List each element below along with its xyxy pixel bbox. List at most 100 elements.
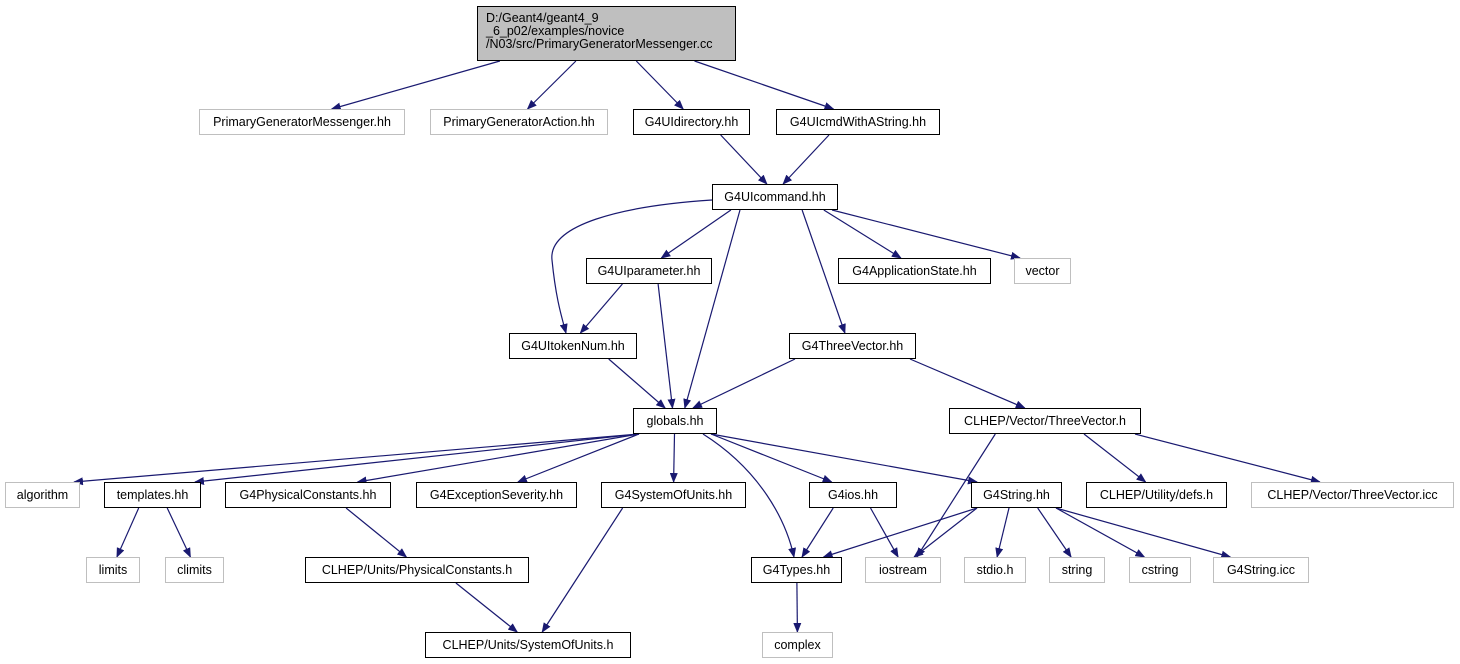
edge-g4string-hh-to-cstring bbox=[1055, 507, 1146, 558]
node-g4uiparameter-hh[interactable]: G4UIparameter.hh bbox=[586, 258, 712, 284]
edge-g4uiparameter-hh-to-g4uitokennum-hh bbox=[579, 283, 623, 334]
node-label: CLHEP/Vector/ThreeVector.h bbox=[964, 414, 1126, 428]
node-g4ios-hh[interactable]: G4ios.hh bbox=[809, 482, 897, 508]
root-file-node[interactable]: D:/Geant4/geant4_9 _6_p02/examples/novic… bbox=[477, 6, 736, 61]
edge-globals-hh-to-g4systemofunits-hh bbox=[669, 433, 678, 483]
node-iostream: iostream bbox=[865, 557, 941, 583]
node-stdio-h: stdio.h bbox=[964, 557, 1026, 583]
edge-g4string-hh-to-g4string-icc bbox=[1055, 507, 1232, 559]
node-label: CLHEP/Units/SystemOfUnits.h bbox=[442, 638, 614, 652]
node-g4applicationstate-hh[interactable]: G4ApplicationState.hh bbox=[838, 258, 991, 284]
node-label: complex bbox=[774, 638, 821, 652]
node-cstring: cstring bbox=[1129, 557, 1191, 583]
node-clhep-utility-defs-h[interactable]: CLHEP/Utility/defs.h bbox=[1086, 482, 1227, 508]
node-label: CLHEP/Vector/ThreeVector.icc bbox=[1267, 488, 1438, 502]
node-label: G4UIdirectory.hh bbox=[644, 115, 739, 129]
edge-g4string-hh-to-g4types-hh bbox=[822, 507, 978, 559]
edge-templates-hh-to-climits bbox=[166, 507, 191, 558]
edge-g4physicalconstants-hh-to-clhep-units-physicalconstants-h bbox=[345, 507, 408, 558]
edge-g4string-hh-to-iostream bbox=[913, 507, 978, 558]
node-label: cstring bbox=[1141, 563, 1179, 577]
node-vector: vector bbox=[1014, 258, 1071, 284]
node-g4uicmdwithastring-hh[interactable]: G4UIcmdWithAString.hh bbox=[776, 109, 940, 135]
edge-root-to-primarygeneratoraction-hh bbox=[526, 60, 577, 110]
root-line-1: D:/Geant4/geant4_9 bbox=[486, 11, 599, 25]
node-clhep-units-systemofunits-h[interactable]: CLHEP/Units/SystemOfUnits.h bbox=[425, 632, 631, 658]
node-clhep-vector-threevector-h[interactable]: CLHEP/Vector/ThreeVector.h bbox=[949, 408, 1141, 434]
node-clhep-vector-threevector-icc: CLHEP/Vector/ThreeVector.icc bbox=[1251, 482, 1454, 508]
edge-globals-hh-to-templates-hh bbox=[194, 433, 640, 486]
node-label: G4ThreeVector.hh bbox=[801, 339, 904, 353]
edge-g4uicmdwithastring-hh-to-g4uicommand-hh bbox=[782, 134, 830, 185]
edge-globals-hh-to-g4ios-hh bbox=[710, 433, 833, 483]
node-label: G4String.icc bbox=[1226, 563, 1296, 577]
node-label: globals.hh bbox=[646, 414, 704, 428]
edge-root-to-g4uidirectory-hh bbox=[635, 60, 684, 110]
edge-g4threevector-hh-to-clhep-vector-threevector-h bbox=[909, 358, 1026, 409]
node-label: limits bbox=[98, 563, 128, 577]
edge-g4uicommand-hh-to-vector bbox=[831, 209, 1021, 260]
edge-globals-hh-to-algorithm bbox=[73, 433, 640, 486]
edge-g4systemofunits-hh-to-clhep-units-systemofunits-h bbox=[541, 507, 624, 633]
node-primarygeneratormessenger-hh: PrimaryGeneratorMessenger.hh bbox=[199, 109, 405, 135]
node-algorithm: algorithm bbox=[5, 482, 80, 508]
edge-clhep-vector-threevector-h-to-clhep-utility-defs-h bbox=[1083, 433, 1147, 483]
node-g4string-hh[interactable]: G4String.hh bbox=[971, 482, 1062, 508]
node-label: CLHEP/Utility/defs.h bbox=[1099, 488, 1214, 502]
edge-root-to-primarygeneratormessenger-hh bbox=[330, 60, 501, 111]
node-label: CLHEP/Units/PhysicalConstants.h bbox=[321, 563, 513, 577]
edge-g4uiparameter-hh-to-globals-hh bbox=[657, 283, 676, 409]
node-label: vector bbox=[1025, 264, 1060, 278]
node-label: iostream bbox=[879, 563, 927, 577]
node-g4physicalconstants-hh[interactable]: G4PhysicalConstants.hh bbox=[225, 482, 391, 508]
edge-g4threevector-hh-to-globals-hh bbox=[692, 358, 796, 409]
node-g4uitokennum-hh[interactable]: G4UItokenNum.hh bbox=[509, 333, 637, 359]
node-g4string-icc: G4String.icc bbox=[1213, 557, 1309, 583]
node-label: G4ios.hh bbox=[827, 488, 879, 502]
node-globals-hh[interactable]: globals.hh bbox=[633, 408, 717, 434]
node-g4threevector-hh[interactable]: G4ThreeVector.hh bbox=[789, 333, 916, 359]
node-g4systemofunits-hh[interactable]: G4SystemOfUnits.hh bbox=[601, 482, 746, 508]
node-label: G4UIparameter.hh bbox=[597, 264, 701, 278]
edge-g4string-hh-to-stdio-h bbox=[995, 507, 1010, 558]
node-label: G4Types.hh bbox=[762, 563, 831, 577]
node-templates-hh[interactable]: templates.hh bbox=[104, 482, 201, 508]
node-label: G4UIcmdWithAString.hh bbox=[789, 115, 927, 129]
root-line-3: /N03/src/PrimaryGeneratorMessenger.cc bbox=[486, 37, 713, 51]
node-label: string bbox=[1061, 563, 1093, 577]
node-label: G4String.hh bbox=[983, 488, 1050, 502]
node-g4uidirectory-hh[interactable]: G4UIdirectory.hh bbox=[633, 109, 750, 135]
edge-g4uicommand-hh-to-g4uitokennum-hh bbox=[551, 199, 713, 334]
edge-globals-hh-to-g4types-hh bbox=[702, 433, 797, 558]
node-climits: climits bbox=[165, 557, 224, 583]
node-label: G4UIcommand.hh bbox=[724, 190, 826, 204]
node-label: G4ExceptionSeverity.hh bbox=[429, 488, 564, 502]
edge-g4types-hh-to-complex bbox=[793, 582, 802, 633]
edge-templates-hh-to-limits bbox=[116, 507, 140, 558]
root-line-2: _6_p02/examples/novice bbox=[486, 24, 625, 38]
edge-globals-hh-to-g4string-hh bbox=[710, 433, 978, 485]
node-complex: complex bbox=[762, 632, 833, 658]
edge-g4ios-hh-to-iostream bbox=[869, 507, 899, 558]
edge-clhep-vector-threevector-h-to-iostream bbox=[916, 433, 996, 558]
node-label: algorithm bbox=[16, 488, 69, 502]
edge-g4uicommand-hh-to-g4threevector-hh bbox=[801, 209, 846, 334]
node-string: string bbox=[1049, 557, 1105, 583]
node-label: PrimaryGeneratorMessenger.hh bbox=[213, 115, 391, 129]
edge-g4uicommand-hh-to-g4uiparameter-hh bbox=[660, 209, 732, 259]
edge-g4uitokennum-hh-to-globals-hh bbox=[608, 358, 666, 409]
edge-g4string-hh-to-string bbox=[1037, 507, 1072, 558]
node-clhep-units-physicalconstants-h[interactable]: CLHEP/Units/PhysicalConstants.h bbox=[305, 557, 529, 583]
edge-clhep-vector-threevector-h-to-clhep-vector-threevector-icc bbox=[1134, 433, 1321, 484]
edge-g4uicommand-hh-to-globals-hh bbox=[683, 209, 741, 409]
edge-g4ios-hh-to-g4types-hh bbox=[801, 507, 834, 558]
node-label: templates.hh bbox=[116, 488, 189, 502]
node-g4uicommand-hh[interactable]: G4UIcommand.hh bbox=[712, 184, 838, 210]
node-g4types-hh[interactable]: G4Types.hh bbox=[751, 557, 842, 583]
edge-root-to-g4uicmdwithastring-hh bbox=[694, 60, 835, 110]
edge-globals-hh-to-g4physicalconstants-hh bbox=[356, 433, 640, 485]
node-g4exceptionseverity-hh[interactable]: G4ExceptionSeverity.hh bbox=[416, 482, 577, 508]
edge-clhep-units-physicalconstants-h-to-clhep-units-systemofunits-h bbox=[455, 582, 518, 633]
node-label: G4ApplicationState.hh bbox=[852, 264, 977, 278]
